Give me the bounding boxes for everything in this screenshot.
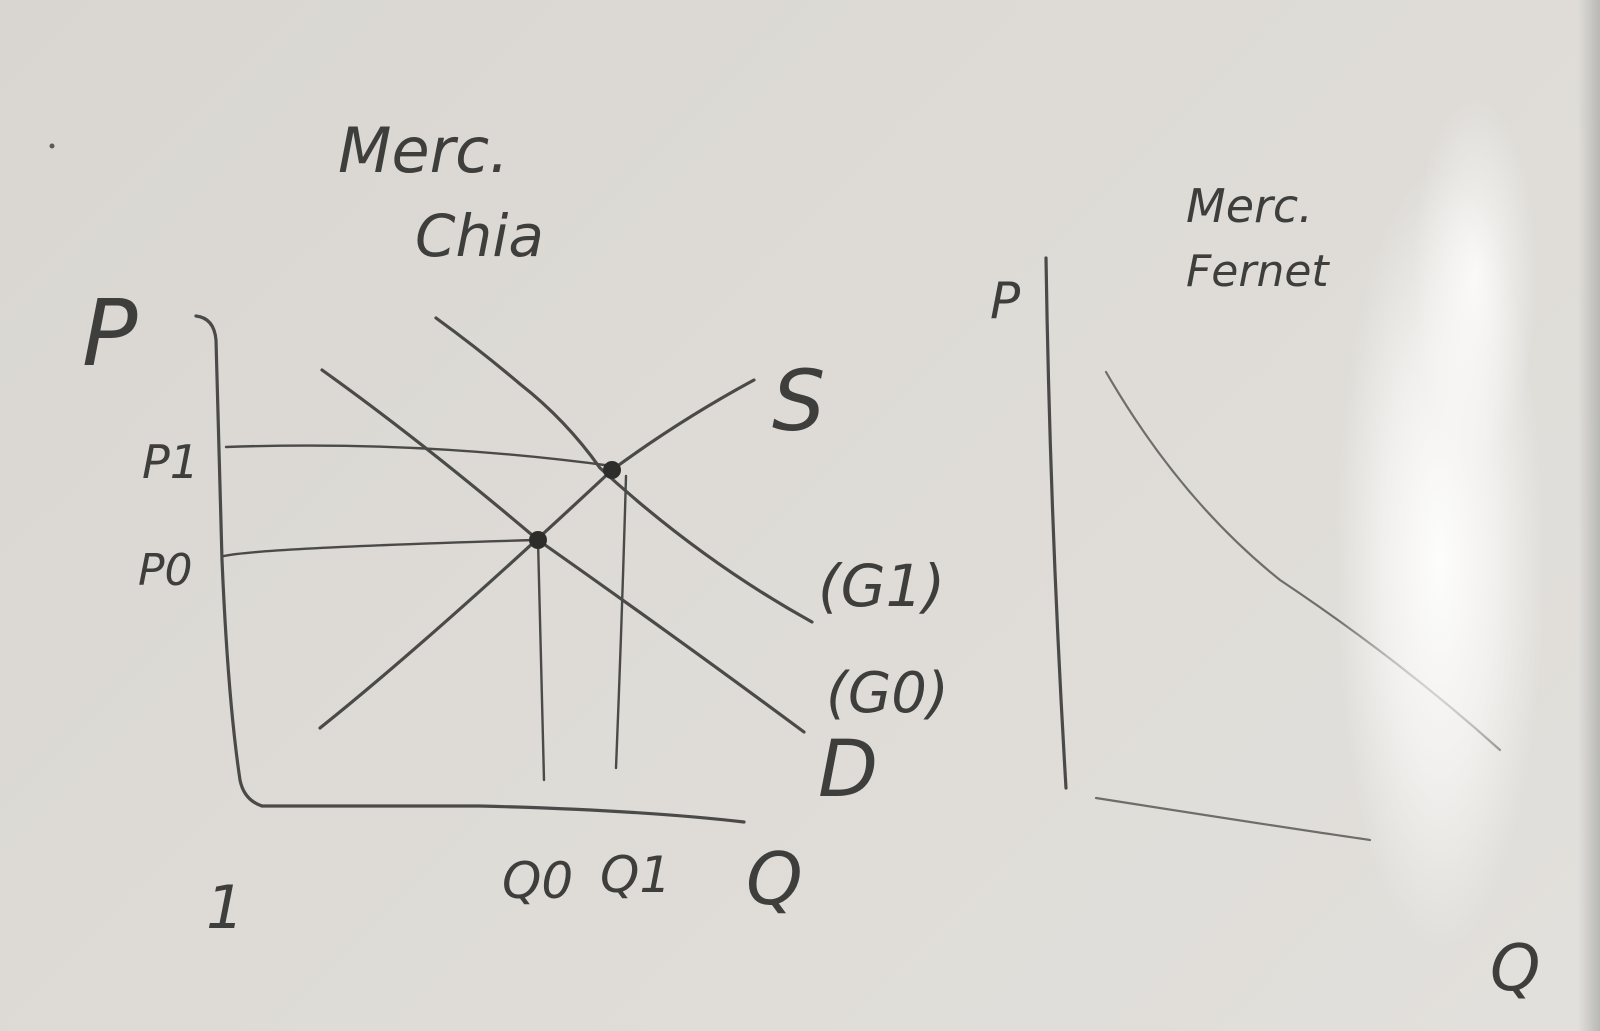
fernet-price-axis-label: P <box>990 272 1021 330</box>
board-frame-edge <box>1578 0 1600 1031</box>
chia-supply-curve <box>318 378 756 730</box>
fernet-price-axis <box>1044 256 1068 790</box>
figure-number: 1 <box>206 873 244 943</box>
marker-speck <box>49 143 55 149</box>
chia-price-axis <box>194 314 264 808</box>
chia-quantity-axis-label: Q <box>746 837 803 921</box>
fernet-quantity-axis <box>1094 796 1372 842</box>
chia-price-label-p1: P1 <box>142 435 199 489</box>
chia-market-graph: Merc. Chia P P1 P0 S (G1) (G0) D Q0 Q1 Q… <box>82 114 949 943</box>
chia-title-line2: Chia <box>415 202 544 270</box>
chia-demand-label: D <box>818 725 878 815</box>
fernet-title-line1: Merc. <box>1186 179 1313 233</box>
fernet-title-line2: Fernet <box>1186 246 1330 297</box>
chia-price-label-p0: P0 <box>138 545 193 596</box>
chia-supply-label: S <box>772 352 825 450</box>
fernet-market-graph: Merc. Fernet P Q <box>990 179 1540 1006</box>
chia-demand-shift-label-g1: (G1) <box>818 552 945 620</box>
chia-demand-shift-label-g0: (G0) <box>826 661 949 726</box>
fernet-demand-curve <box>1104 370 1502 752</box>
chia-quantity-label-q1: Q1 <box>600 846 671 904</box>
chia-p0-guide-line <box>222 538 538 558</box>
chia-q1-guide-line <box>614 474 628 770</box>
chia-quantity-label-q0: Q0 <box>502 852 573 910</box>
fernet-quantity-axis-label: Q <box>1490 932 1540 1006</box>
chia-quantity-axis <box>260 804 746 824</box>
chia-title-line1: Merc. <box>338 114 509 187</box>
chia-original-equilibrium-point <box>529 531 547 549</box>
chia-new-equilibrium-point <box>603 461 621 479</box>
chia-q0-guide-line <box>536 538 546 782</box>
chia-price-axis-label: P <box>82 280 138 387</box>
chia-p1-guide-line <box>224 444 614 468</box>
